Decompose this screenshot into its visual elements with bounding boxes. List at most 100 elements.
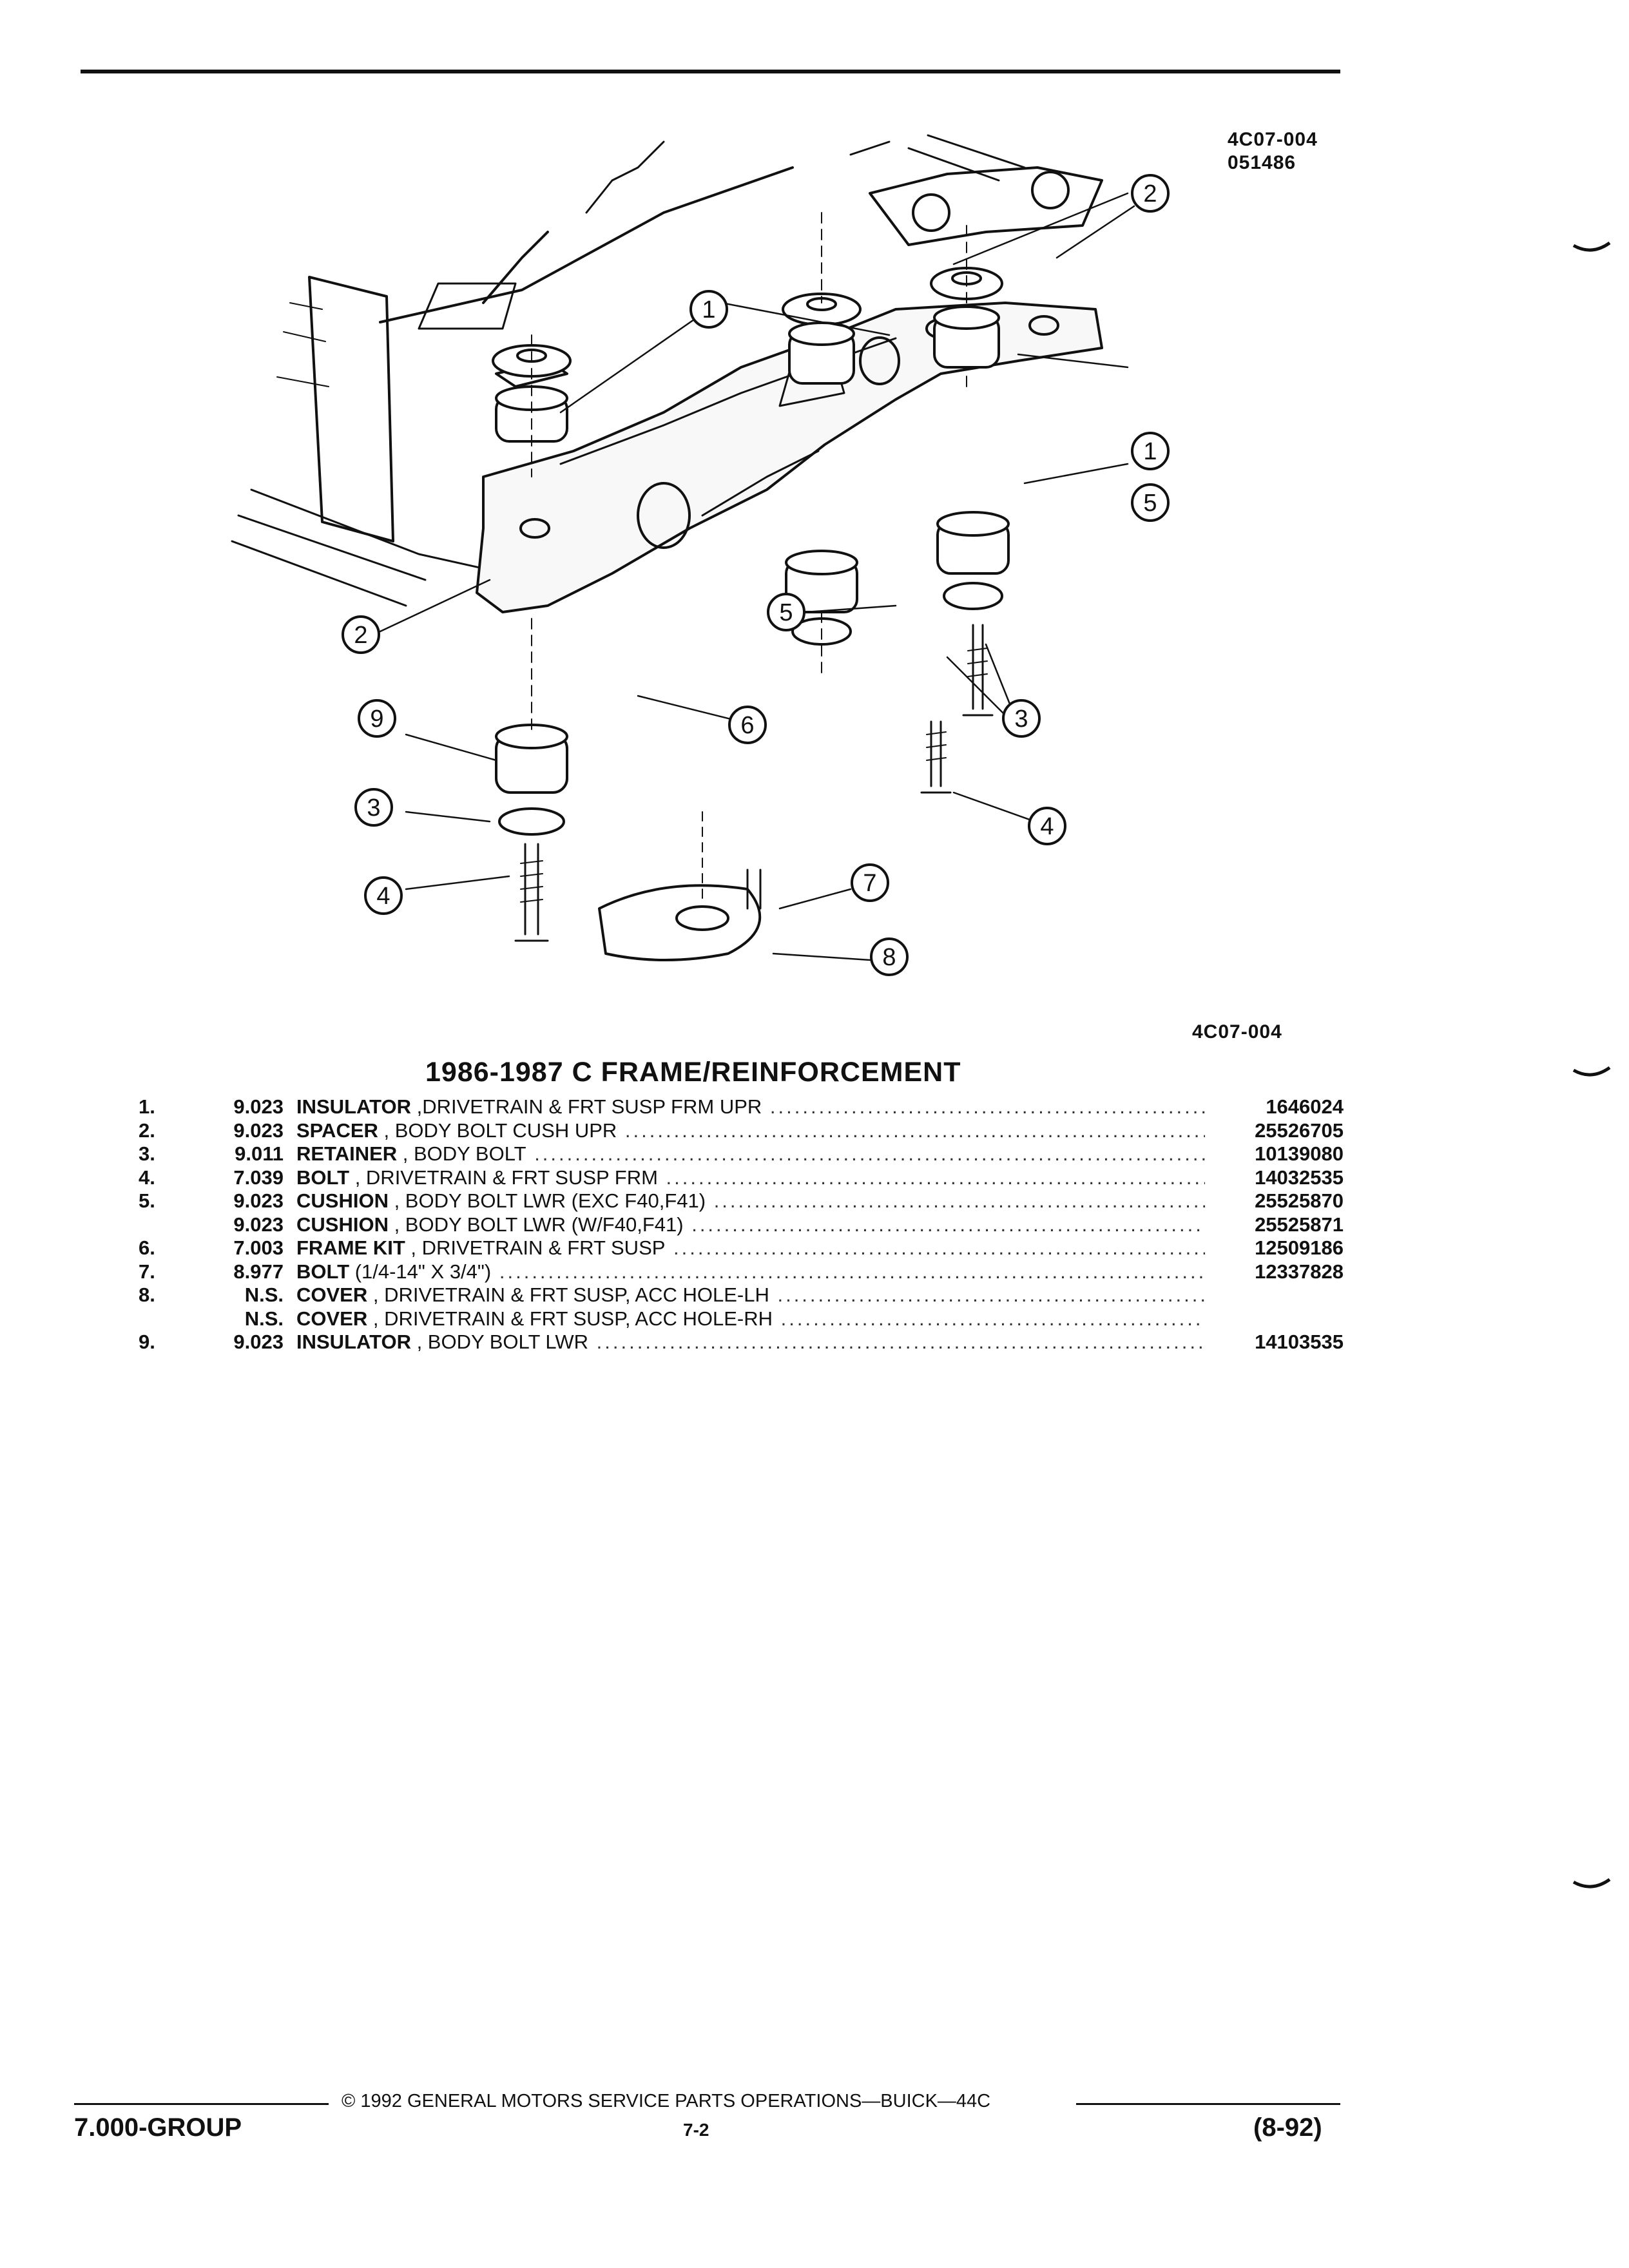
part-detail: , DRIVETRAIN & FRT SUSP, ACC HOLE-LH	[367, 1283, 769, 1306]
part-detail: , DRIVETRAIN & FRT SUSP	[405, 1236, 666, 1259]
part-description: INSULATOR ,DRIVETRAIN & FRT SUSP FRM UPR…	[296, 1095, 1205, 1119]
part-number: 25525870	[1255, 1189, 1344, 1212]
part-description: INSULATOR , BODY BOLT LWR ..............…	[296, 1331, 1205, 1354]
part-name: BOLT	[296, 1166, 350, 1189]
part-name: FRAME KIT	[296, 1236, 405, 1259]
dot-leader: ........................................…	[666, 1166, 1205, 1189]
dot-leader: ........................................…	[691, 1213, 1205, 1236]
part-description: COVER , DRIVETRAIN & FRT SUSP, ACC HOLE-…	[296, 1283, 1205, 1307]
part-description: CUSHION , BODY BOLT LWR (W/F40,F41) ....…	[296, 1213, 1205, 1236]
part-detail: ,DRIVETRAIN & FRT SUSP FRM UPR	[410, 1095, 762, 1118]
footer-rule-right	[1076, 2103, 1340, 2105]
figure-date-code: 051486	[1228, 152, 1296, 173]
frame-kit	[476, 302, 1103, 613]
part-description: COVER , DRIVETRAIN & FRT SUSP, ACC HOLE-…	[296, 1307, 1205, 1331]
part-number: 12509186	[1255, 1236, 1344, 1259]
top-rule	[81, 70, 1340, 73]
parts-row: 2. 9.023 SPACER , BODY BOLT CUSH UPR .....…	[139, 1119, 1344, 1143]
dot-leader: ........................................…	[713, 1189, 1205, 1212]
binder-mark	[1572, 242, 1611, 252]
callout-2-left: 2	[342, 615, 380, 654]
group-number: 7.003	[233, 1236, 284, 1259]
parts-row: 9.023 CUSHION , BODY BOLT LWR (W/F40,F41)…	[139, 1213, 1344, 1237]
svg-text:8: 8	[882, 944, 896, 971]
callout-8: 8	[870, 937, 909, 976]
item-number: 2.	[139, 1119, 155, 1142]
part-detail: , BODY BOLT LWR (EXC F40,F41)	[388, 1189, 706, 1212]
parts-row: 8.N.S.COVER , DRIVETRAIN & FRT SUSP, ACC…	[139, 1283, 1344, 1307]
part-name: COVER	[296, 1307, 368, 1330]
svg-text:5: 5	[1143, 490, 1157, 517]
copyright-notice: © 1992 GENERAL MOTORS SERVICE PARTS OPER…	[342, 2091, 991, 2111]
item-number: 3.	[139, 1142, 155, 1165]
part-detail: , BODY BOLT	[397, 1142, 526, 1165]
group-number: 9.011	[235, 1142, 284, 1165]
callout-3-left: 3	[354, 788, 393, 827]
parts-row: N.S.COVER , DRIVETRAIN & FRT SUSP, ACC H…	[139, 1307, 1344, 1331]
svg-text:9: 9	[370, 706, 383, 733]
dot-leader: ........................................…	[624, 1119, 1205, 1142]
item-number: 9.	[139, 1331, 155, 1353]
part-detail: , BODY BOLT CUSH UPR	[378, 1119, 617, 1142]
part-detail: , BODY BOLT LWR	[410, 1331, 589, 1353]
part-number: 12337828	[1255, 1260, 1344, 1283]
section-title: 1986-1987 C FRAME/REINFORCEMENT	[425, 1057, 961, 1088]
group-number: 9.023	[233, 1119, 284, 1142]
svg-text:1: 1	[702, 296, 715, 323]
callout-4-left: 4	[364, 876, 403, 915]
group-number: 9.023	[233, 1189, 284, 1212]
part-name: INSULATOR	[296, 1331, 411, 1353]
item-number: 4.	[139, 1166, 155, 1189]
svg-text:4: 4	[1040, 813, 1054, 840]
part-number: 1646024	[1266, 1095, 1344, 1118]
part-name: RETAINER	[296, 1142, 398, 1165]
svg-text:6: 6	[740, 712, 754, 739]
group-number: N.S.	[244, 1283, 284, 1306]
group-number: 8.977	[233, 1260, 284, 1283]
part-number: 25525871	[1255, 1213, 1344, 1236]
group-number: 9.023	[233, 1213, 284, 1236]
part-description: FRAME KIT , DRIVETRAIN & FRT SUSP ......…	[296, 1236, 1205, 1260]
footer-date: (8-92)	[1253, 2113, 1322, 2142]
dot-leader: ........................................…	[673, 1236, 1205, 1259]
svg-text:4: 4	[376, 883, 390, 910]
part-description: RETAINER , BODY BOLT ...................…	[296, 1142, 1205, 1166]
callout-9: 9	[358, 699, 396, 738]
part-detail: , BODY BOLT LWR (W/F40,F41)	[388, 1213, 684, 1236]
parts-row: 3. 9.011 RETAINER , BODY BOLT ............…	[139, 1142, 1344, 1166]
group-number: 9.023	[233, 1331, 284, 1353]
part-number: 10139080	[1255, 1142, 1344, 1165]
part-name: COVER	[296, 1283, 368, 1306]
svg-text:2: 2	[354, 622, 367, 649]
callout-1-right: 1	[1131, 432, 1170, 470]
binder-mark	[1572, 1066, 1611, 1077]
part-number: 14103535	[1255, 1331, 1344, 1353]
svg-text:2: 2	[1143, 180, 1157, 207]
callout-group: 1 2 1 5 2 5 3 6 9 3 4 4 7 8	[342, 174, 1170, 976]
callout-3-right: 3	[1002, 699, 1041, 738]
footer-rule-left	[74, 2103, 329, 2105]
part-name: INSULATOR	[296, 1095, 411, 1118]
parts-row: 6. 7.003 FRAME KIT , DRIVETRAIN & FRT SUSP…	[139, 1236, 1344, 1260]
item-number: 6.	[139, 1236, 155, 1259]
part-number: 25526705	[1255, 1119, 1344, 1142]
callout-5-middle: 5	[767, 593, 805, 631]
dot-leader: ........................................…	[526, 1142, 1205, 1165]
group-number: 9.023	[233, 1095, 284, 1118]
callout-5-right: 5	[1131, 483, 1170, 522]
part-detail: , DRIVETRAIN & FRT SUSP, ACC HOLE-RH	[367, 1307, 773, 1330]
body-panel-left	[308, 276, 394, 543]
dot-leader: ........................................…	[491, 1260, 1205, 1283]
svg-text:5: 5	[779, 599, 793, 626]
part-name: SPACER	[296, 1119, 378, 1142]
part-detail: (1/4-14" X 3/4")	[349, 1260, 492, 1283]
binder-mark	[1572, 1878, 1611, 1888]
callout-1-upper: 1	[689, 290, 728, 329]
part-description: BOLT (1/4-14" X 3/4") ..................…	[296, 1260, 1205, 1283]
part-description: BOLT , DRIVETRAIN & FRT SUSP FRM .......…	[296, 1166, 1205, 1189]
part-name: BOLT	[296, 1260, 350, 1283]
